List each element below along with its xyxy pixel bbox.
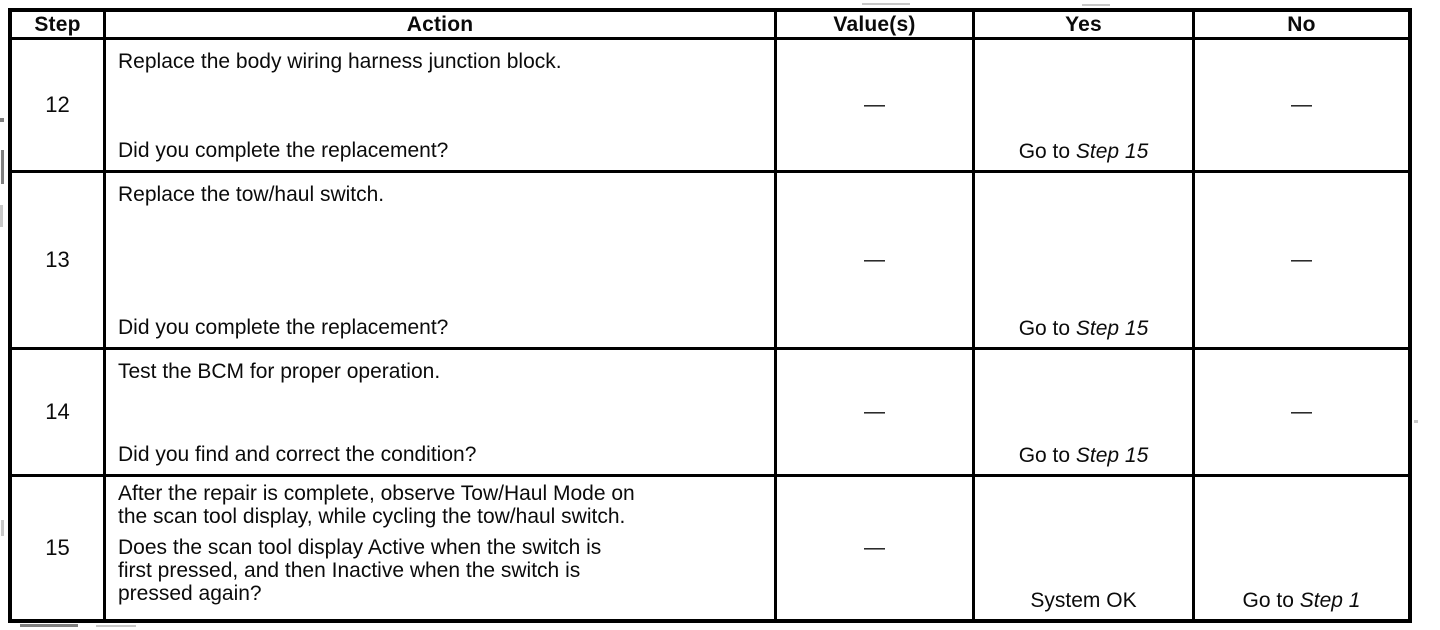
yes-cell: System OK	[975, 477, 1195, 619]
no-cell: —	[1195, 40, 1408, 173]
step-number-cell: 14	[12, 350, 106, 477]
value-cell: —	[777, 40, 975, 173]
scan-artifact	[0, 118, 4, 122]
step-number: 12	[45, 92, 70, 117]
action-instruction: Test the BCM for proper operation.	[118, 360, 441, 383]
header-values: Value(s)	[777, 12, 975, 40]
no-dash: —	[1291, 400, 1312, 423]
value-dash: —	[864, 248, 885, 271]
action-instruction: After the repair is complete, observe To…	[118, 482, 635, 528]
no-dash: —	[1291, 248, 1312, 271]
header-values-label: Value(s)	[833, 12, 916, 36]
scan-artifact	[20, 624, 78, 627]
step-number: 14	[45, 399, 70, 424]
action-cell: Replace the tow/haul switch. Did you com…	[106, 173, 777, 350]
yes-cell: Go to Step 15	[975, 350, 1195, 477]
action-question: Did you complete the replacement?	[118, 316, 449, 339]
goto-step-text: Go to Step 1	[1242, 589, 1361, 612]
yes-cell: Go to Step 15	[975, 173, 1195, 350]
value-cell: —	[777, 173, 975, 350]
step-number-cell: 12	[12, 40, 106, 173]
action-question: Does the scan tool display Active when t…	[118, 536, 602, 605]
goto-step-text: Go to Step 15	[1018, 444, 1149, 467]
scan-artifact	[1, 150, 4, 184]
goto-step-text: Go to Step 15	[1018, 317, 1149, 340]
scan-artifact	[1, 520, 4, 536]
action-instruction: Replace the body wiring harness junction…	[118, 50, 562, 73]
value-dash: —	[864, 93, 885, 116]
action-instruction: Replace the tow/haul switch.	[118, 183, 385, 206]
no-cell: Go to Step 1	[1195, 477, 1408, 619]
step-number-cell: 15	[12, 477, 106, 619]
header-step-label: Step	[34, 12, 81, 36]
value-dash: —	[864, 536, 885, 559]
diagnostic-table: Step Action Value(s) Yes No 12 Replace t…	[8, 8, 1412, 623]
action-cell: After the repair is complete, observe To…	[106, 477, 777, 619]
header-step: Step	[12, 12, 106, 40]
scan-artifact	[1082, 4, 1110, 6]
scan-artifact	[1414, 420, 1418, 423]
value-cell: —	[777, 350, 975, 477]
action-question: Did you complete the replacement?	[118, 139, 449, 162]
header-no: No	[1195, 12, 1408, 40]
scan-artifact	[96, 625, 136, 627]
step-number: 15	[45, 535, 70, 560]
yes-cell: Go to Step 15	[975, 40, 1195, 173]
no-cell: —	[1195, 173, 1408, 350]
scan-artifact	[0, 205, 3, 227]
scan-artifact	[862, 3, 910, 5]
goto-step-text: Go to Step 15	[1018, 140, 1149, 163]
header-action-label: Action	[406, 12, 474, 36]
header-yes: Yes	[975, 12, 1195, 40]
header-action: Action	[106, 12, 777, 40]
value-dash: —	[864, 400, 885, 423]
no-dash: —	[1291, 93, 1312, 116]
header-no-label: No	[1287, 12, 1316, 36]
header-yes-label: Yes	[1065, 12, 1102, 36]
action-question: Did you find and correct the condition?	[118, 443, 477, 466]
no-cell: —	[1195, 350, 1408, 477]
step-number: 13	[45, 247, 70, 272]
action-cell: Test the BCM for proper operation. Did y…	[106, 350, 777, 477]
value-cell: —	[777, 477, 975, 619]
step-number-cell: 13	[12, 173, 106, 350]
action-cell: Replace the body wiring harness junction…	[106, 40, 777, 173]
system-ok-text: System OK	[1030, 589, 1137, 612]
